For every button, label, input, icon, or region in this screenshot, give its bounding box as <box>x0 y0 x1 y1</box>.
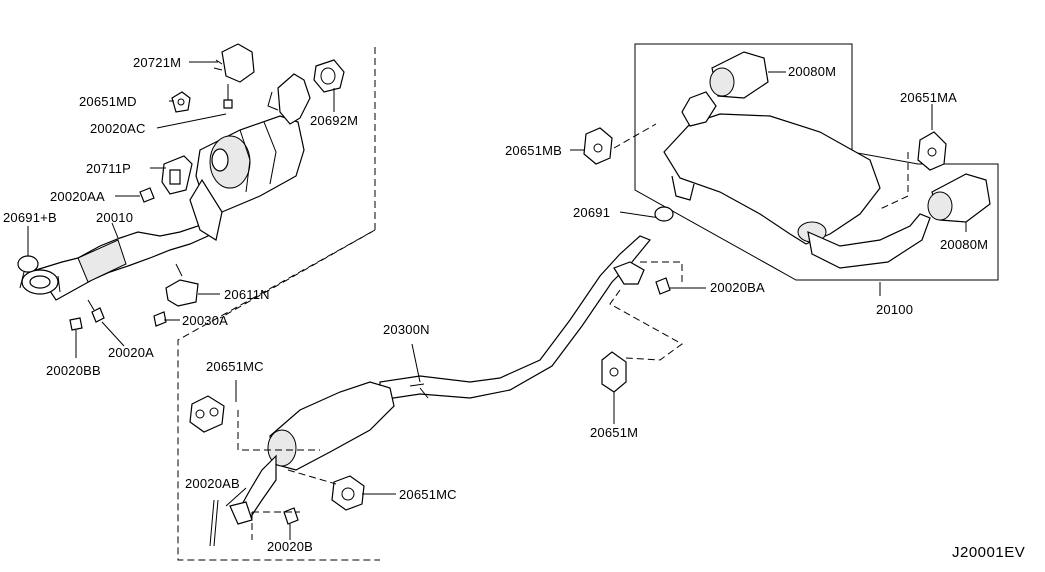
nut-20020bb <box>69 317 83 331</box>
label-20020a[interactable]: 20020A <box>108 345 154 360</box>
front-group-outline <box>177 47 380 561</box>
label-20020ac[interactable]: 20020AC <box>90 121 146 136</box>
mount-20651mc-right <box>331 475 365 511</box>
sensor-20721m <box>213 43 255 109</box>
tail-finisher-20080m-right <box>927 173 991 223</box>
label-20020ba[interactable]: 20020BA <box>710 280 765 295</box>
rear-leader-lines <box>570 71 967 296</box>
label-20020ab[interactable]: 20020AB <box>185 476 240 491</box>
label-20692m[interactable]: 20692M <box>310 113 358 128</box>
rear-group-outline <box>634 43 999 281</box>
gasket-20692m <box>313 59 345 93</box>
bolt-20020a <box>87 299 105 323</box>
label-20691[interactable]: 20691 <box>573 205 610 220</box>
label-20020aa[interactable]: 20020AA <box>50 189 105 204</box>
label-20010[interactable]: 20010 <box>96 210 133 225</box>
bolt-20030a <box>153 311 167 327</box>
mount-20651m <box>601 351 627 393</box>
label-20711p[interactable]: 20711P <box>86 161 131 176</box>
label-20100[interactable]: 20100 <box>876 302 913 317</box>
label-20080m-right[interactable]: 20080M <box>940 237 988 252</box>
catalyst-converter <box>189 115 305 241</box>
stud-20020ab <box>209 499 219 547</box>
label-20020bb[interactable]: 20020BB <box>46 363 101 378</box>
mount-20651mb <box>583 127 613 165</box>
rear-muffler <box>663 91 931 269</box>
hanger-20611n <box>165 263 199 307</box>
catalyst-inlet-flange <box>267 73 311 125</box>
label-20020b[interactable]: 20020B <box>267 539 313 554</box>
tail-finisher-20080m-top <box>709 51 769 99</box>
gasket-20691-b <box>17 255 39 273</box>
part-labels: 20721M 20651MD 20020AC 20692M 20711P 200… <box>3 55 988 554</box>
front-tube-20010 <box>19 212 211 301</box>
label-20300n[interactable]: 20300N <box>383 322 430 337</box>
label-20030a[interactable]: 20030A <box>182 313 228 328</box>
nut-20020ba <box>655 277 671 295</box>
label-20080m-top[interactable]: 20080M <box>788 64 836 79</box>
front-leader-lines <box>27 61 335 358</box>
diagram-id: J20001EV <box>952 544 1025 561</box>
label-20651mc-left[interactable]: 20651MC <box>206 359 264 374</box>
label-20691-b[interactable]: 20691+B <box>3 210 57 225</box>
nut-20020b <box>283 507 299 525</box>
label-20651m[interactable]: 20651M <box>590 425 638 440</box>
mount-20651mc-left <box>189 395 225 433</box>
center-leader-lines <box>225 211 706 540</box>
center-pipe-20300n <box>229 235 651 525</box>
label-20611n[interactable]: 20611N <box>224 287 270 302</box>
gasket-20691 <box>654 206 674 222</box>
label-20651ma[interactable]: 20651MA <box>900 90 957 105</box>
label-20651md[interactable]: 20651MD <box>79 94 137 109</box>
label-20651mb[interactable]: 20651MB <box>505 143 562 158</box>
mount-20651md <box>171 91 191 113</box>
label-20721m[interactable]: 20721M <box>133 55 181 70</box>
mount-20651ma <box>917 131 947 171</box>
bracket-20711p <box>161 155 193 195</box>
label-20651mc-right[interactable]: 20651MC <box>399 487 457 502</box>
bolt-20020aa <box>139 187 155 203</box>
